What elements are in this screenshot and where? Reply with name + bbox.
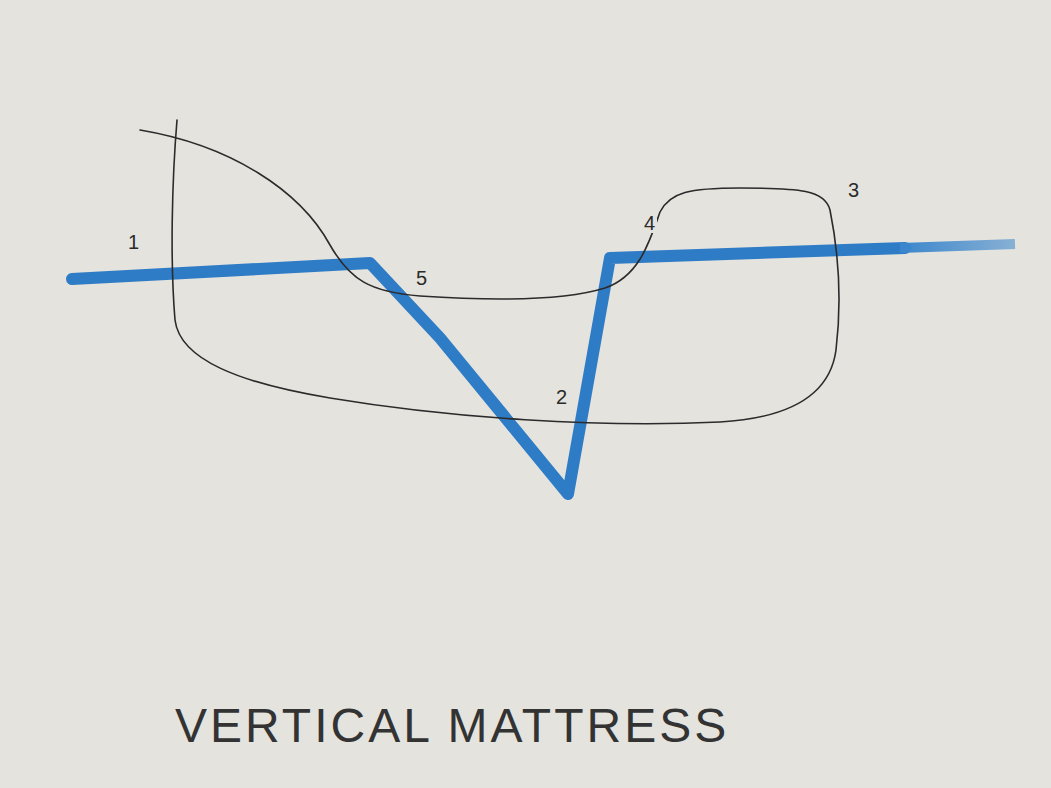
caption: VERTICAL MATTRESS xyxy=(175,700,729,753)
skin-line xyxy=(72,248,905,494)
callout-number: 2 xyxy=(554,387,569,407)
callout-number: 4 xyxy=(642,213,657,233)
callout-number: 5 xyxy=(414,268,429,288)
callout-number: 2 xyxy=(554,387,569,407)
callout-number: 3 xyxy=(846,180,861,200)
callout-number: 1 xyxy=(126,232,141,252)
callout-number: 3 xyxy=(846,180,861,200)
callout-number: 1 xyxy=(126,232,141,252)
callout-number: 5 xyxy=(414,268,429,288)
caption-text: VERTICAL MATTRESS xyxy=(175,700,729,753)
skin-line-end xyxy=(900,244,1015,248)
callout-number: 4 xyxy=(642,213,657,233)
suture-thread xyxy=(140,120,839,424)
